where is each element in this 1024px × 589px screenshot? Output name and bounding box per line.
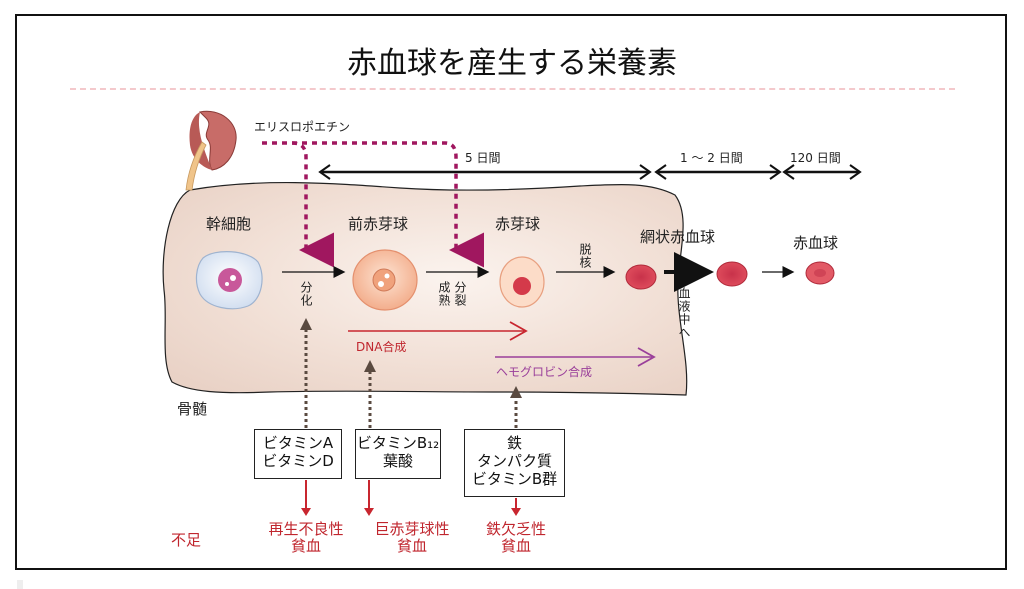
- nutrient-line: ビタミンA: [262, 434, 334, 452]
- nutrient-line: ビタミンD: [262, 452, 334, 470]
- dna-synthesis-label: DNA合成: [356, 340, 407, 354]
- reticulocyte-blood-icon: [716, 261, 748, 287]
- bone-marrow-label: 骨髄: [177, 400, 208, 418]
- duration-5days-label: 5 日間: [465, 151, 501, 165]
- nutrient-line: ビタミンB₁₂: [356, 434, 440, 452]
- enucleation-label: 脱核: [578, 243, 592, 269]
- deficiency-label: 不足: [171, 531, 202, 549]
- page-corner-mark: [17, 580, 23, 589]
- bone-marrow-region: [162, 181, 688, 396]
- duration-1-2days-label: 1 ～ 2 日間: [680, 151, 743, 165]
- stage-erythrocyte-label: 赤血球: [793, 234, 839, 252]
- nutrient-line: タンパク質: [476, 452, 552, 470]
- anemia-iron-deficiency: 鉄欠乏性 貧血: [470, 521, 562, 554]
- nutrient-box-vitamins-ad: ビタミンA ビタミンD: [254, 429, 342, 479]
- anemia-line: 鉄欠乏性: [485, 520, 546, 538]
- slide-title: 赤血球を産生する栄養素: [347, 46, 677, 81]
- reticulocyte-marrow-icon: [625, 264, 657, 290]
- nutrient-line: 葉酸: [382, 452, 413, 470]
- division-label: 分裂: [453, 281, 467, 307]
- stem-cell-icon: [195, 251, 263, 310]
- nutrient-line: ビタミンB群: [471, 470, 558, 488]
- stage-erythroblast-label: 赤芽球: [495, 215, 541, 233]
- stage-proerythroblast-label: 前赤芽球: [348, 215, 409, 233]
- hemoglobin-synthesis-label: ヘモグロビン合成: [496, 365, 593, 379]
- anemia-line: 貧血: [290, 536, 321, 555]
- nutrient-box-iron: 鉄 タンパク質 ビタミンB群: [464, 429, 565, 497]
- erythropoietin-label: エリスロポエチン: [254, 120, 351, 134]
- anemia-line: 貧血: [396, 536, 427, 555]
- stage-reticulocyte-label: 網状赤血球: [640, 228, 716, 246]
- stage-stem-cell-label: 幹細胞: [206, 215, 252, 233]
- anemia-aplastic: 再生不良性 貧血: [248, 521, 364, 554]
- erythrocyte-icon: [805, 261, 835, 285]
- anemia-line: 貧血: [500, 536, 531, 555]
- differentiation-label: 分化: [299, 281, 313, 307]
- kidney-icon: [185, 110, 237, 191]
- anemia-megaloblastic: 巨赤芽球性 貧血: [354, 521, 470, 554]
- nutrient-box-b12-folate: ビタミンB₁₂ 葉酸: [355, 429, 441, 479]
- to-blood-label: 血液中へ: [677, 287, 691, 339]
- maturation-label: 成熟: [437, 281, 451, 307]
- proerythroblast-icon: [352, 249, 418, 311]
- nutrient-line: 鉄: [506, 434, 522, 452]
- duration-120days-label: 120 日間: [790, 151, 841, 165]
- anemia-line: 巨赤芽球性: [374, 520, 450, 538]
- epo-arrow-to-division: [292, 141, 484, 268]
- title-divider: [70, 88, 955, 90]
- erythroblast-icon: [499, 256, 545, 308]
- anemia-line: 再生不良性: [268, 520, 344, 538]
